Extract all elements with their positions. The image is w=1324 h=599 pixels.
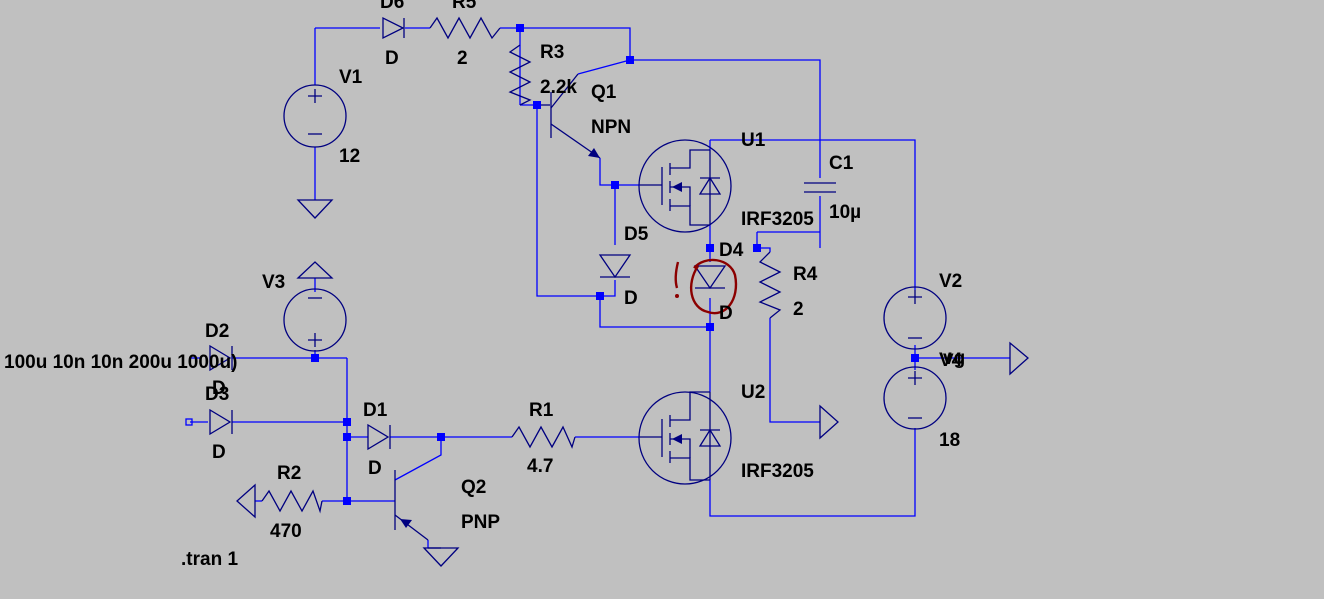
mosfet-u2[interactable] xyxy=(638,391,732,485)
d1-ref: D1 xyxy=(363,400,388,421)
d4-value: D xyxy=(719,303,733,324)
net-label-vg-arrow xyxy=(1009,341,1029,376)
r3-ref: R3 xyxy=(540,42,564,63)
diode-d6[interactable] xyxy=(382,16,405,40)
r1-ref: R1 xyxy=(529,400,554,421)
q1-ref: Q1 xyxy=(591,82,617,103)
transistor-q1[interactable] xyxy=(537,73,601,159)
r1-value: 4.7 xyxy=(527,456,553,477)
u2-value: IRF3205 xyxy=(741,461,814,482)
net-label-u2-arrow xyxy=(819,404,839,440)
diode-d3[interactable] xyxy=(185,408,233,436)
d6-value: D xyxy=(385,48,399,69)
ground-symbol-v1 xyxy=(296,199,334,219)
c1-value: 10µ xyxy=(829,202,861,223)
d3-ref: D3 xyxy=(205,384,229,405)
d3-value: D xyxy=(212,442,226,463)
v1-value: 12 xyxy=(339,146,360,167)
d2-ref: D2 xyxy=(205,321,229,342)
v4-value: 18 xyxy=(939,430,960,451)
r5-ref: R5 xyxy=(452,0,477,13)
q2-ref: Q2 xyxy=(461,477,486,498)
capacitor-c1[interactable] xyxy=(804,182,836,193)
diode-d1[interactable] xyxy=(367,423,391,451)
ground-symbol-q2 xyxy=(422,547,460,567)
d1-value: D xyxy=(368,458,382,479)
v3-pulse-params: 100u 10n 10n 200u 1000u) xyxy=(4,352,237,373)
resistor-r2[interactable] xyxy=(261,489,323,514)
tran-directive: .tran 1 xyxy=(181,549,238,570)
u1-ref: U1 xyxy=(741,130,766,151)
d4-ref: D4 xyxy=(719,240,744,261)
wires xyxy=(190,27,1010,548)
voltage-source-v4[interactable] xyxy=(883,366,947,430)
transistor-q2[interactable] xyxy=(394,470,429,541)
d2-value: D xyxy=(212,378,226,399)
diode-d4[interactable] xyxy=(693,265,727,290)
u2-ref: U2 xyxy=(741,382,765,403)
r3-value: 2.2k xyxy=(540,77,577,98)
r5-value: 2 xyxy=(457,48,468,69)
v2-ref: V2 xyxy=(939,271,962,292)
r4-value: 2 xyxy=(793,299,804,320)
q2-value: PNP xyxy=(461,512,500,533)
resistor-r5[interactable] xyxy=(429,16,501,40)
r4-ref: R4 xyxy=(793,264,818,285)
diode-d5[interactable] xyxy=(598,254,632,279)
d6-ref: D6 xyxy=(380,0,404,13)
voltage-source-v3[interactable] xyxy=(283,288,347,352)
r2-value: 470 xyxy=(270,521,302,542)
v4-ref-overlap: V4 xyxy=(939,350,963,371)
annotation-mark xyxy=(674,258,738,315)
u1-value: IRF3205 xyxy=(741,209,814,230)
voltage-source-v2[interactable] xyxy=(883,286,947,350)
voltage-source-v1[interactable] xyxy=(283,84,347,148)
resistor-r4[interactable] xyxy=(758,251,782,319)
resistor-r1[interactable] xyxy=(511,425,576,449)
junctions xyxy=(311,24,919,505)
v1-ref: V1 xyxy=(339,67,363,88)
d5-ref: D5 xyxy=(624,224,649,245)
supply-arrow-v3 xyxy=(296,261,334,279)
c1-ref: C1 xyxy=(829,153,854,174)
labels: D6 D R5 2 R3 2.2k V1 12 Q1 NPN U1 IRF320… xyxy=(4,0,965,570)
resistor-r3[interactable] xyxy=(508,44,532,106)
net-arrow-r2 xyxy=(236,483,256,519)
d5-value: D xyxy=(624,288,638,309)
v3-ref: V3 xyxy=(262,272,285,293)
diode-d2[interactable] xyxy=(209,344,233,372)
q1-value: NPN xyxy=(591,117,631,138)
vg-net-label: vg xyxy=(943,348,965,369)
mosfet-u1[interactable] xyxy=(638,139,732,233)
r2-ref: R2 xyxy=(277,463,301,484)
